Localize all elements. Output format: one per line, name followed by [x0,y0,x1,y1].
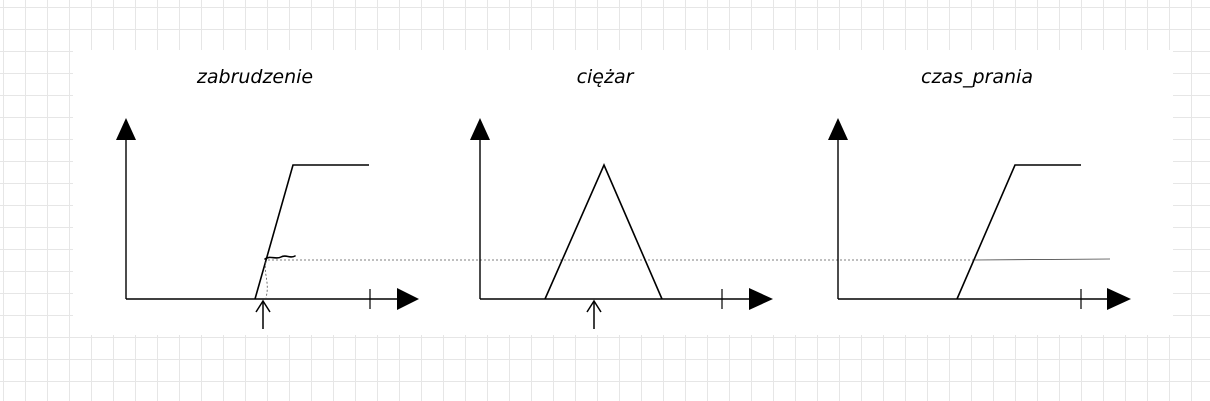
diagram-canvas [73,50,1173,335]
title-zabrudzenie: zabrudzenie [196,66,313,88]
title-czas-prania: czas_prania [921,66,1033,88]
x-axis-arrow [397,288,419,310]
y-axis-arrow [828,118,848,140]
membership-function [956,164,1081,300]
x-axis-arrow [749,288,773,310]
input-marker-arrow [586,299,602,329]
panel-ciezar [470,118,773,329]
input-projection-line [264,261,268,299]
y-axis-arrow [116,118,136,140]
membership-function [544,163,663,300]
y-axis-arrow [470,118,490,140]
panel-czas-prania [828,118,1131,310]
cut-scribble [264,255,296,260]
input-marker-arrow [255,299,271,329]
x-axis-arrow [1107,288,1131,310]
output-cut-level-line [974,258,1111,261]
panel-zabrudzenie [116,118,419,329]
title-ciezar: ciężar [577,66,635,88]
membership-function [254,164,369,300]
